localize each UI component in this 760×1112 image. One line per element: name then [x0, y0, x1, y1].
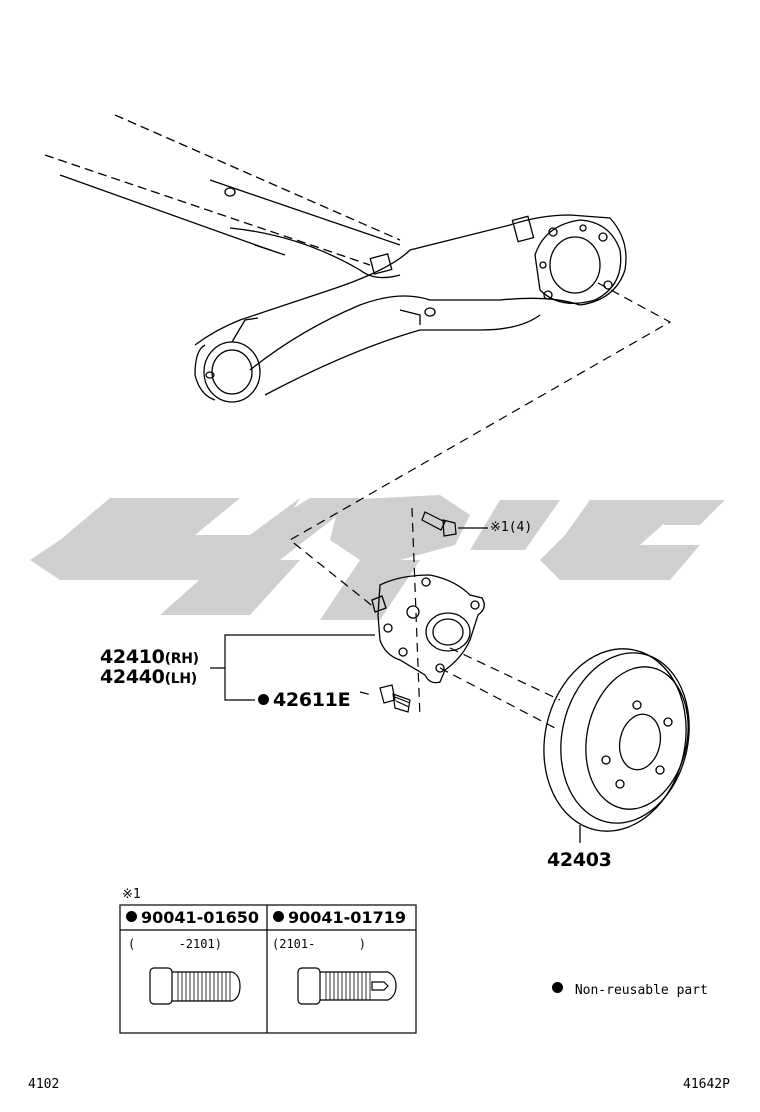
- legend-non-reusable: Non-reusable part: [552, 982, 708, 997]
- watermark-logo: [30, 495, 725, 620]
- footer-right-code: 41642P: [683, 1077, 730, 1092]
- hub-part-number-lh: 42440(LH): [100, 666, 198, 688]
- non-reusable-dot-icon: [126, 911, 137, 922]
- callout-leaders: [210, 634, 375, 701]
- bolt-table-range-a: ( -2101): [128, 937, 222, 951]
- brake-drum: [543, 648, 690, 843]
- bolt-table-range-b: (2101- ): [272, 937, 366, 951]
- hub-side-rh: (RH): [164, 651, 199, 667]
- hub-bolt-lower: [379, 684, 411, 713]
- footer-left-code: 4102: [28, 1077, 60, 1092]
- hub-bolt-upper: [421, 511, 488, 537]
- non-reusable-dot-icon: [273, 911, 284, 922]
- hub-part-number-rh: 42410(RH): [100, 646, 199, 668]
- bolt-variant-a-drawing: [149, 967, 241, 1005]
- non-reusable-dot-icon: [552, 982, 563, 993]
- assembly-guide-lines: [288, 282, 672, 729]
- hub-bolt-part-number: 42611E: [258, 691, 351, 710]
- bolt-table-header-b: 90041-01719: [273, 910, 406, 926]
- hub-side-lh: (LH): [164, 671, 198, 687]
- bolt-table-header-a: 90041-01650: [126, 910, 259, 926]
- non-reusable-dot-icon: [258, 694, 269, 705]
- drum-part-number: 42403: [547, 849, 612, 871]
- rear-axle-hub-bearing: [371, 574, 485, 684]
- bolt-note-callout: ※1(4): [490, 520, 533, 535]
- bolt-variant-b-drawing: [297, 967, 397, 1005]
- bolt-variant-table: [119, 904, 417, 1034]
- axle-beam: [44, 114, 627, 403]
- bolt-table-mark: ※1: [122, 887, 141, 902]
